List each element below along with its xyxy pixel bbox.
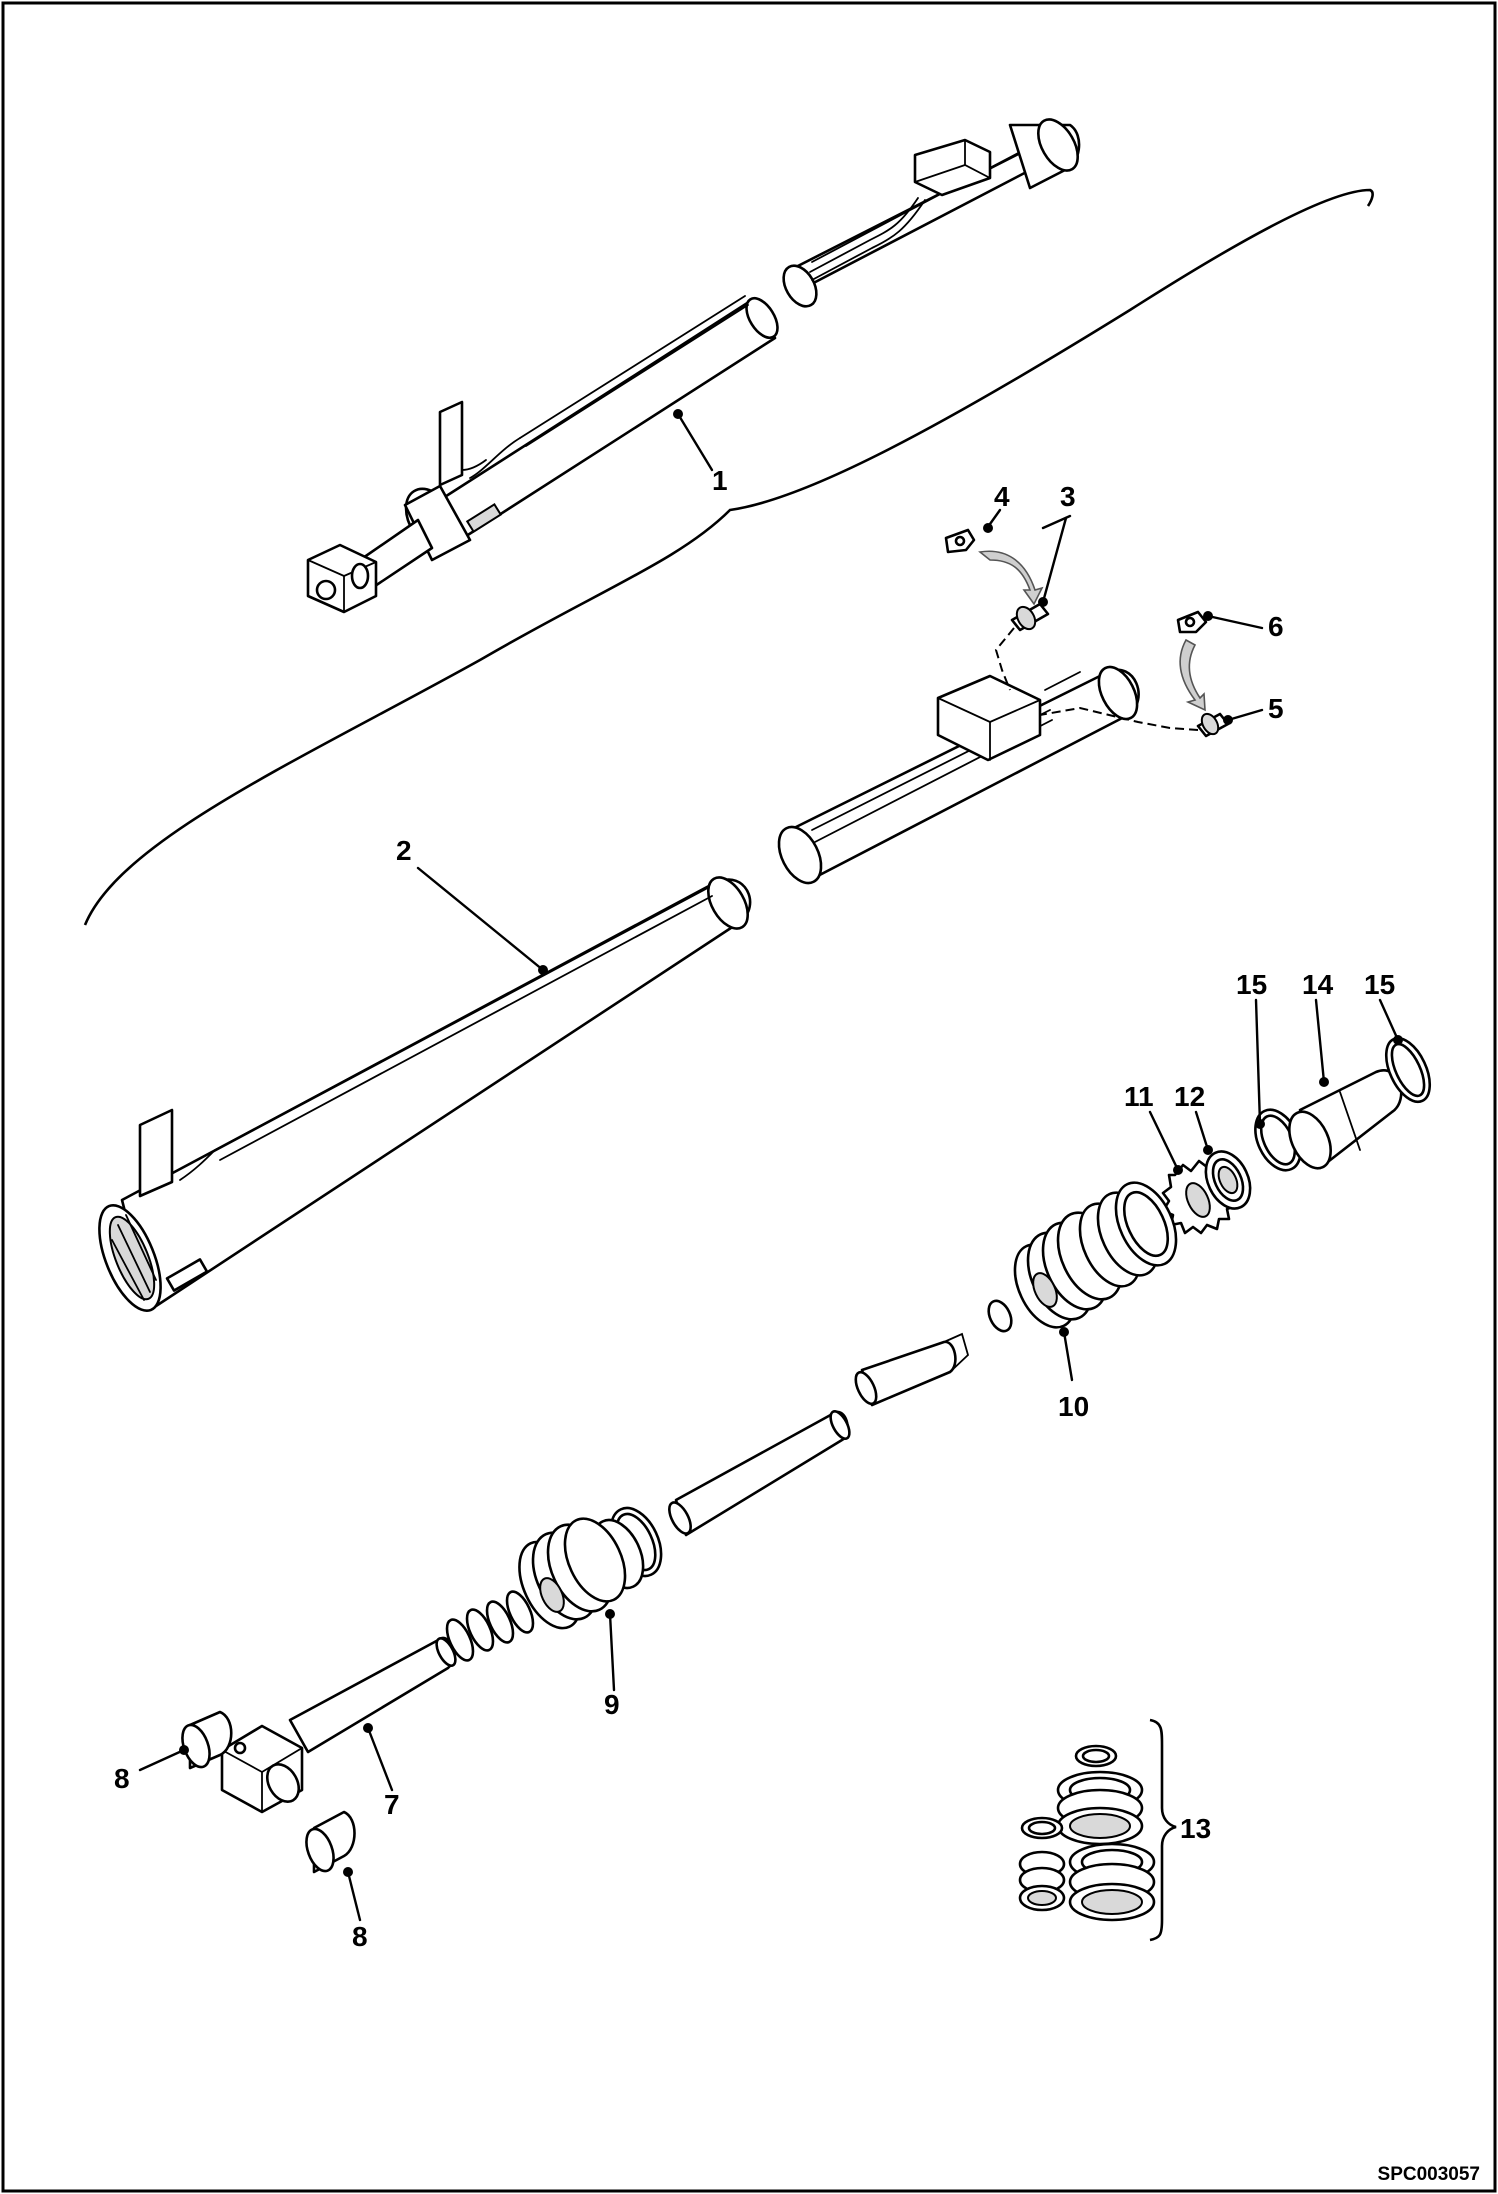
callout-5: 5 (1268, 693, 1284, 724)
flow-arrow-upper (978, 550, 1044, 606)
leader-14 (1314, 998, 1326, 1084)
callout-14: 14 (1302, 969, 1334, 1000)
grouping-curve (83, 188, 1374, 926)
callout-6: 6 (1268, 611, 1284, 642)
callout-1: 1 (712, 465, 728, 496)
leader-7 (366, 1726, 394, 1792)
callout-11: 11 (1124, 1081, 1154, 1112)
callout-labels: 1 2 3 4 5 6 7 8 8 9 10 11 12 13 14 15 15… (114, 465, 1480, 2185)
callout-9: 9 (604, 1689, 620, 1720)
leader-8a (138, 1748, 186, 1772)
part-11-12-nut-washer (1161, 1150, 1252, 1235)
leader-2 (416, 866, 545, 972)
leader-11 (1148, 1110, 1180, 1172)
leader-9 (608, 1612, 616, 1692)
callout-7: 7 (384, 1789, 400, 1820)
callout-4: 4 (994, 481, 1010, 512)
callout-8a: 8 (114, 1763, 130, 1794)
leader-12 (1194, 1110, 1210, 1152)
callout-12: 12 (1174, 1081, 1205, 1112)
leader-6 (1206, 614, 1264, 630)
leader-1 (676, 412, 714, 472)
part-7-piston-rod (181, 1332, 970, 1874)
part-10-piston (987, 1181, 1178, 1333)
flow-arrow-lower (1179, 638, 1206, 712)
leader-15a (1254, 998, 1262, 1126)
leader-15b (1378, 998, 1400, 1042)
seal-kit-brace (1149, 1718, 1177, 1942)
callout-10: 10 (1058, 1391, 1089, 1422)
part-1-cylinder-assembly (306, 118, 1081, 614)
figure-reference-code: SPC003057 (1378, 2164, 1480, 2185)
leader-8b (346, 1870, 362, 1922)
callout-2: 2 (396, 835, 412, 866)
fittings-group (944, 528, 1230, 738)
callout-8b: 8 (352, 1921, 368, 1952)
part-2-cylinder-tube (98, 665, 1140, 1312)
part-14-15-gland (1254, 1036, 1432, 1172)
callout-3: 3 (1060, 481, 1076, 512)
callout-15a: 15 (1236, 969, 1267, 1000)
leader-10 (1062, 1330, 1074, 1382)
callout-leaders (138, 409, 1403, 1922)
callout-13: 13 (1180, 1813, 1211, 1844)
leader-5 (1226, 708, 1264, 722)
leader-4 (988, 508, 1002, 526)
callout-15b: 15 (1364, 969, 1395, 1000)
part-13-seal-kit (1018, 1718, 1177, 1942)
